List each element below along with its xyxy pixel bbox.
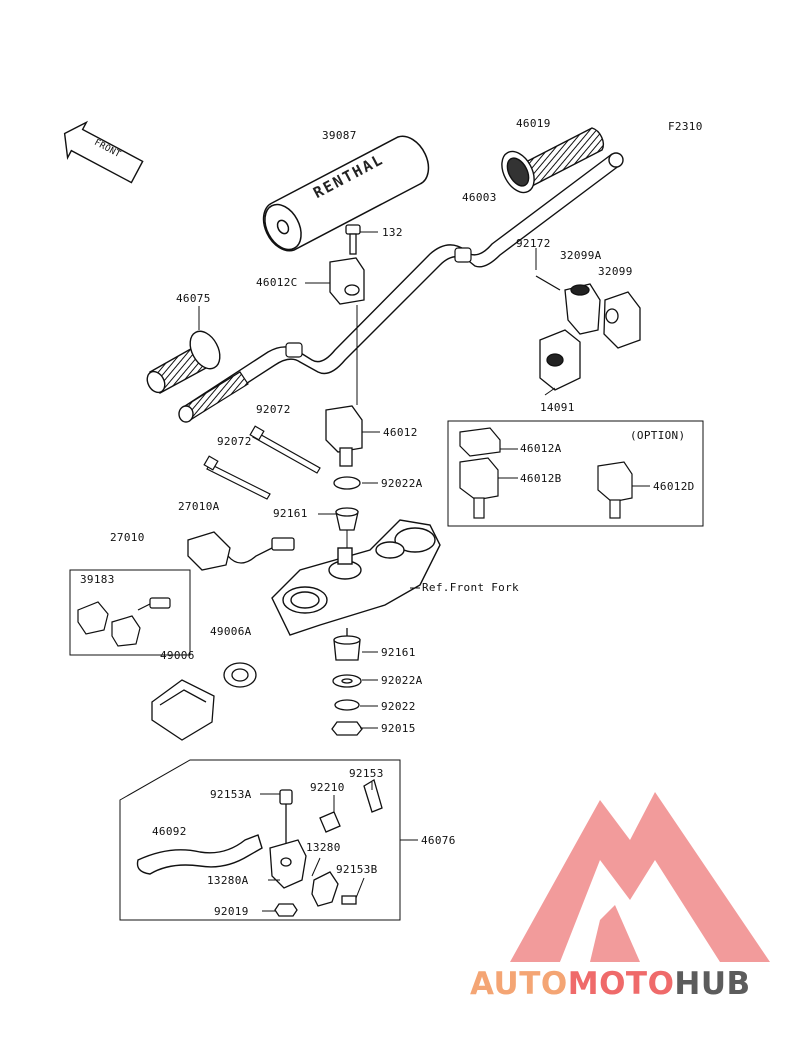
part-label-92022a-top: 92022A	[381, 477, 423, 490]
part-label-13280: 13280	[306, 841, 341, 854]
bar-knurl	[178, 371, 249, 423]
cable-ties	[203, 425, 321, 500]
option-label: (OPTION)	[630, 429, 686, 442]
bar-pad	[262, 135, 430, 252]
part-label-92022a-bot: 92022A	[381, 674, 423, 687]
clamp-46012	[325, 405, 363, 467]
bar-clamp-marks	[285, 247, 472, 358]
part-label-92153: 92153	[349, 767, 384, 780]
switch-parts	[535, 275, 641, 391]
lower-stack	[331, 628, 363, 736]
part-label-39183: 39183	[80, 573, 115, 586]
switch-27010a	[187, 531, 295, 571]
part-label-46092: 46092	[152, 825, 187, 838]
throttle-housing	[151, 662, 257, 741]
part-label-46076: 46076	[421, 834, 456, 847]
part-label-92022: 92022	[381, 700, 416, 713]
switch-39183	[77, 597, 171, 647]
triple-clamp	[271, 519, 441, 636]
part-label-49006a: 49006A	[210, 625, 252, 638]
watermark-part-1: AUTO	[470, 966, 568, 1002]
part-label-46012a: 46012A	[520, 442, 562, 455]
figure-code: F2310	[668, 120, 703, 133]
part-label-92172: 92172	[516, 237, 551, 250]
front-arrow-icon	[63, 120, 144, 184]
part-label-46012c: 46012C	[256, 276, 298, 289]
part-label-92153b: 92153B	[336, 863, 378, 876]
right-grip	[501, 127, 604, 194]
part-label-92161-bot: 92161	[381, 646, 416, 659]
part-label-92072-a: 92072	[256, 403, 291, 416]
option-clamps	[459, 427, 633, 519]
part-label-49006: 49006	[160, 649, 195, 662]
ref-note: Ref.Front Fork	[422, 581, 519, 594]
part-label-27010a: 27010A	[178, 500, 220, 513]
part-label-46012d: 46012D	[653, 480, 695, 493]
watermark-logo	[510, 792, 770, 962]
bushing-92161-top	[335, 507, 359, 531]
part-label-13280a: 13280A	[207, 874, 249, 887]
part-label-92210: 92210	[310, 781, 345, 794]
watermark-part-2: MOTO	[567, 966, 675, 1002]
part-label-46012: 46012	[383, 426, 418, 439]
leader-lines	[198, 231, 650, 912]
part-label-132: 132	[382, 226, 403, 239]
part-label-46012b: 46012B	[520, 472, 562, 485]
part-label-92161-top: 92161	[273, 507, 308, 520]
part-label-32099a: 32099A	[560, 249, 602, 262]
clamp-46012c	[329, 257, 365, 305]
watermark-part-3: HUB	[674, 966, 751, 1002]
part-label-92019: 92019	[214, 905, 249, 918]
left-grip	[146, 330, 221, 394]
part-label-46003: 46003	[462, 191, 497, 204]
part-label-92072-b: 92072	[217, 435, 252, 448]
part-label-46019: 46019	[516, 117, 551, 130]
part-label-92153a: 92153A	[210, 788, 252, 801]
clutch-lever	[136, 834, 263, 875]
clutch-perch	[269, 779, 383, 917]
part-label-32099: 32099	[598, 265, 633, 278]
part-label-39087: 39087	[322, 129, 357, 142]
washer-92022a-top	[333, 476, 361, 490]
watermark-text: AUTOMOTOHUB	[470, 966, 751, 1002]
part-label-92015: 92015	[381, 722, 416, 735]
part-label-27010: 27010	[110, 531, 145, 544]
bolt-132	[345, 224, 361, 255]
box-27010	[69, 569, 191, 656]
part-label-46075: 46075	[176, 292, 211, 305]
option-box	[447, 420, 704, 527]
part-label-14091: 14091	[540, 401, 575, 414]
